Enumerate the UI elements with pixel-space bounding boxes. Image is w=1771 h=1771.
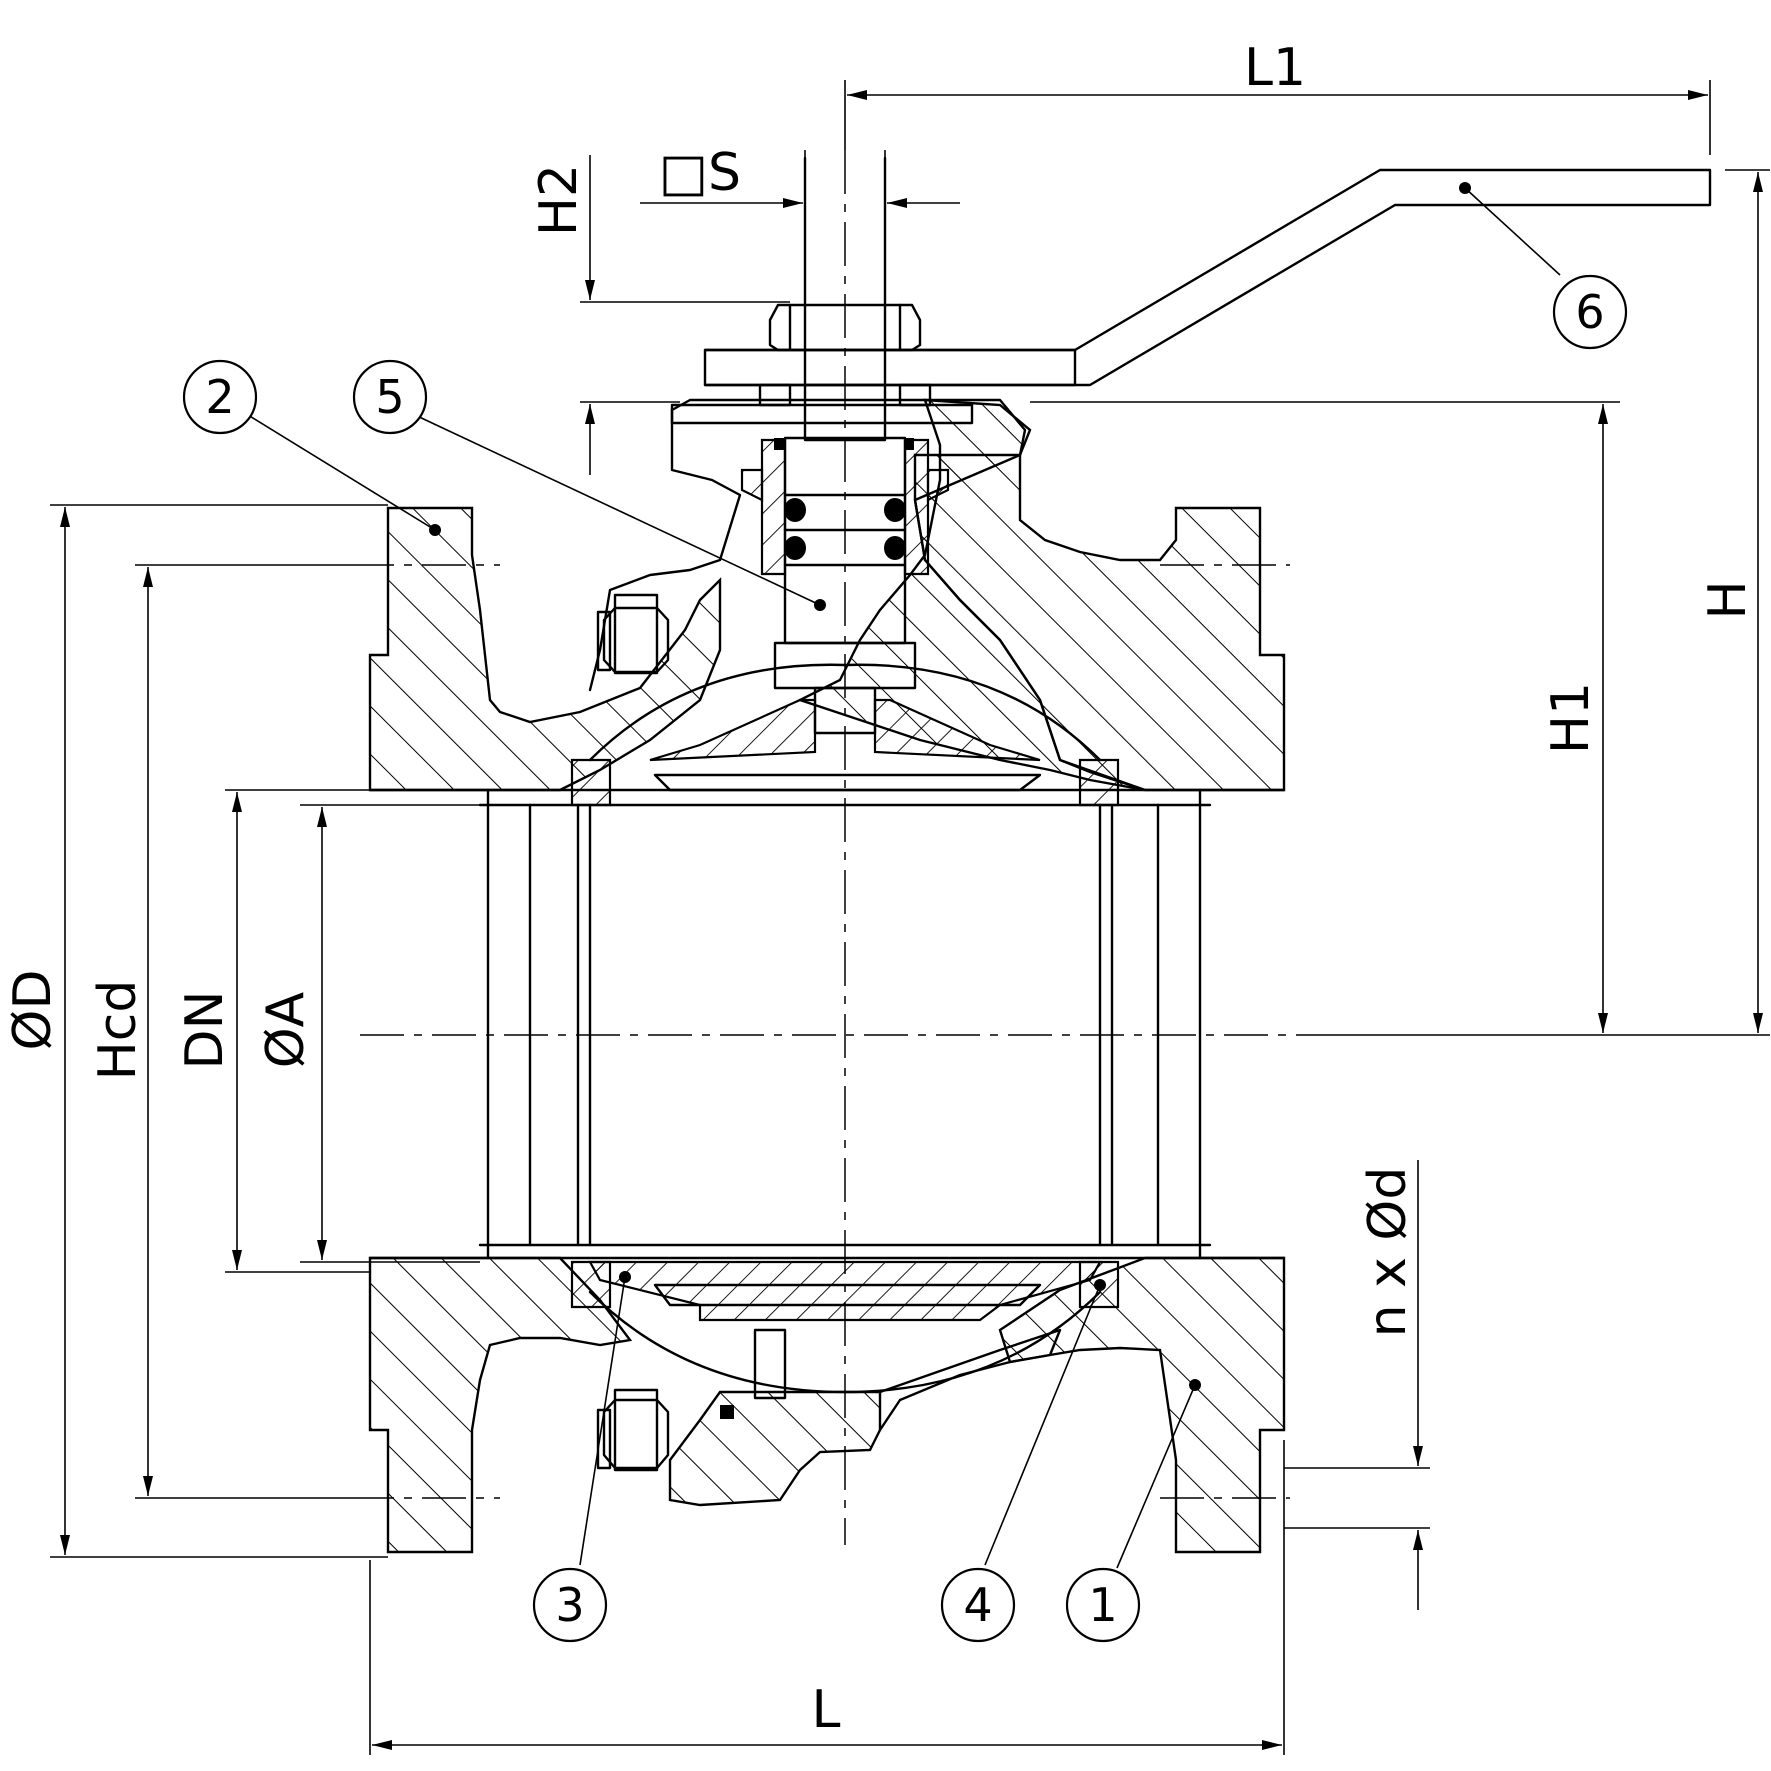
bore <box>368 788 1286 1260</box>
dim-label-H1: H1 <box>1541 682 1601 754</box>
dim-label-D: ØD <box>3 970 63 1051</box>
dim-label-S: □S <box>659 143 741 203</box>
bottom-trunnion <box>668 1328 1062 1507</box>
end-cap-left <box>368 506 722 1554</box>
svg-text:3: 3 <box>555 1578 584 1632</box>
dim-label-Hcd: Hcd <box>88 980 148 1081</box>
dimension-lines <box>50 80 1770 1755</box>
bolt-bottom <box>596 1388 670 1472</box>
balloon-5: 5 <box>352 359 428 435</box>
dim-label-L1: L1 <box>1244 38 1306 98</box>
balloon-1: 1 <box>1065 1567 1141 1643</box>
dim-label-nd: n x Ød <box>1358 1167 1418 1338</box>
seats <box>570 758 1120 1309</box>
svg-text:5: 5 <box>375 370 404 424</box>
balloon-2: 2 <box>182 359 258 435</box>
svg-text:4: 4 <box>963 1578 992 1632</box>
handle <box>703 168 1712 407</box>
balloon-4: 4 <box>940 1567 1016 1643</box>
o-rings <box>774 438 914 560</box>
svg-text:2: 2 <box>205 370 234 424</box>
dim-label-H2: H2 <box>529 164 589 236</box>
dim-label-H: H <box>1698 580 1758 619</box>
dim-label-L: L <box>812 1680 841 1740</box>
body-right <box>913 453 1286 1554</box>
svg-text:1: 1 <box>1088 1578 1117 1632</box>
balloon-6: 6 <box>1552 274 1628 350</box>
balloon-3: 3 <box>532 1567 608 1643</box>
bolt-top <box>596 593 670 675</box>
centerlines <box>350 150 1310 1545</box>
dim-label-A: ØA <box>256 991 316 1068</box>
svg-text:6: 6 <box>1575 285 1604 339</box>
leader-lines <box>247 182 1561 1569</box>
dim-label-DN: DN <box>175 991 235 1070</box>
